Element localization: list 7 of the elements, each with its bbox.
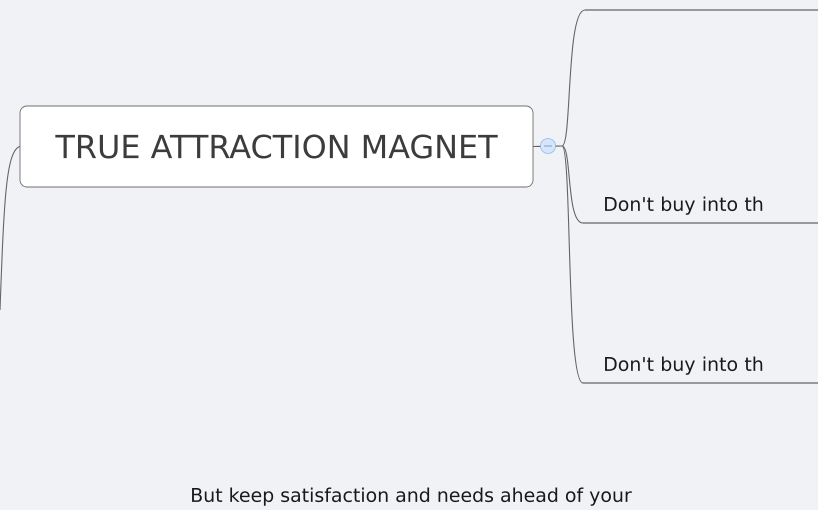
topic-box: TRUE ATTRACTION MAGNET: [20, 106, 534, 188]
branch-topic: Don't buy into th: [583, 196, 818, 224]
topic-text: But keep satisfaction and needs ahead of your: [192, 487, 632, 506]
branch-underline: [585, 9, 818, 11]
branch-topic: Don't buy into th: [583, 356, 818, 384]
connector: [533, 145, 584, 384]
connector: [0, 146, 20, 310]
